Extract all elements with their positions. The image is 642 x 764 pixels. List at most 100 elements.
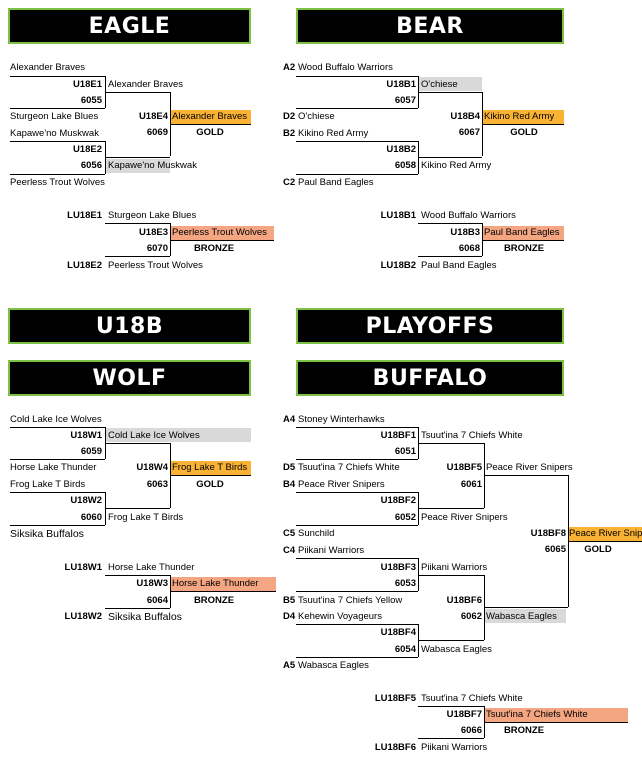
buffalo-qf2-code: U18BF2 [380,495,416,506]
wolf-team-3: Frog Lake T Birds [10,479,86,490]
wolf-g2-code: U18W2 [70,495,102,506]
bear-bronze-team2: Paul Band Eagles [421,260,497,271]
eagle-g1-code: U18E1 [72,79,102,90]
buffalo-qf3-code: U18BF3 [380,562,416,573]
buffalo-qf1-code: U18BF1 [380,430,416,441]
banner-playoffs-text: PLAYOFFS [365,313,495,339]
banner-buffalo-text: BUFFALO [372,365,488,391]
eagle-bronze-winner: Peerless Trout Wolves [172,227,267,238]
wolf-final-winner: Frog Lake T Birds [172,462,248,473]
buffalo-qf4-num: 6054 [394,644,416,655]
wolf-g2-num: 6060 [80,512,102,523]
bear-final-num: 6067 [458,127,480,138]
bear-g2-code: U18B2 [386,144,416,155]
buffalo-bronze-seed2: LU18BF6 [374,742,416,753]
eagle-g1-num: 6055 [80,95,102,106]
eagle-bronze-seed2: LU18E2 [67,260,102,271]
buffalo-team-2: Tsuut'ina 7 Chiefs White [298,462,400,473]
wolf-team-1: Cold Lake Ice Wolves [10,414,102,425]
buffalo-seed-8: A5 [283,660,296,671]
banner-buffalo: BUFFALO [296,360,564,396]
buffalo-bronze-seed1: LU18BF5 [374,693,416,704]
banner-bear-text: BEAR [396,13,464,39]
buffalo-sf2-box [485,609,566,623]
buffalo-qf4-winner: Wabasca Eagles [421,644,492,655]
buffalo-bronze-winner: Tsuut'ina 7 Chiefs White [486,709,588,720]
bear-g1-winner: O'chiese [421,79,458,90]
bear-team-4: Paul Band Eagles [298,177,374,188]
bear-bronze-num: 6068 [458,243,480,254]
buffalo-bronze-team1: Tsuut'ina 7 Chiefs White [421,693,523,704]
eagle-team-4: Peerless Trout Wolves [10,177,105,188]
wolf-bronze-seed1: LU18W1 [64,562,102,573]
bear-seed-4: C2 [283,177,296,188]
eagle-bronze-team1: Sturgeon Lake Blues [108,210,197,221]
eagle-final-code: U18E4 [138,111,168,122]
bear-gold-label: GOLD [510,127,538,138]
bear-gold-box [482,110,564,124]
eagle-g2-code: U18E2 [72,144,102,155]
eagle-gold-box [170,110,251,124]
eagle-final-winner: Alexander Braves [172,111,247,122]
bear-seed-2: D2 [283,111,296,122]
eagle-g2-box [106,159,170,173]
wolf-bronze-box [170,577,276,591]
banner-wolf: WOLF [8,360,251,396]
buffalo-seed-4: C5 [283,528,296,539]
buffalo-team-4: Sunchild [298,528,335,539]
eagle-final-num: 6069 [146,127,168,138]
eagle-g1-winner: Alexander Braves [108,79,183,90]
bear-team-2: O'chiese [298,111,335,122]
bear-seed-1: A2 [283,62,296,73]
buffalo-qf1-num: 6051 [394,446,416,457]
wolf-bronze-num: 6064 [146,595,168,606]
buffalo-sf1-code: U18BF5 [446,462,482,473]
buffalo-sf1-winner: Peace River Snipers [486,462,573,473]
buffalo-bronze-team2: Piikani Warriors [421,742,488,753]
buffalo-bronze-code: U18BF7 [446,709,482,720]
buffalo-qf1-winner: Tsuut'ina 7 Chiefs White [421,430,523,441]
buffalo-qf2-winner: Peace River Snipers [421,512,508,523]
bear-bronze-team1: Wood Buffalo Warriors [421,210,516,221]
eagle-bronze-code: U18E3 [138,227,168,238]
wolf-g1-num: 6059 [80,446,102,457]
wolf-g1-box [106,428,251,442]
buffalo-final-num: 6065 [544,544,566,555]
bear-bronze-winner: Paul Band Eagles [484,227,560,238]
banner-bear: BEAR [296,8,564,44]
wolf-team-4: Siksika Buffalos [10,528,84,540]
bear-team-1: Wood Buffalo Warriors [298,62,393,73]
bear-bronze-seed1: LU18B1 [380,210,416,221]
wolf-g1-winner: Cold Lake Ice Wolves [108,430,200,441]
buffalo-seed-1: A4 [283,414,296,425]
bear-team-3: Kikino Red Army [298,128,369,139]
buffalo-sf2-winner: Wabasca Eagles [486,611,557,622]
eagle-team-2: Sturgeon Lake Blues [10,111,99,122]
eagle-team-1: Alexander Braves [10,62,85,73]
bear-bronze-box [482,226,564,240]
buffalo-gold-box [568,527,642,541]
buffalo-qf2-num: 6052 [394,512,416,523]
buffalo-qf4-code: U18BF4 [380,627,416,638]
banner-u18b: U18B [8,308,251,344]
wolf-bronze-team1: Horse Lake Thunder [108,562,195,573]
buffalo-seed-2: D5 [283,462,296,473]
bear-final-winner: Kikino Red Army [484,111,555,122]
buffalo-qf3-num: 6053 [394,578,416,589]
bear-g1-code: U18B1 [386,79,416,90]
banner-eagle-text: EAGLE [88,13,171,39]
buffalo-team-7: Kehewin Voyageurs [298,611,382,622]
bear-g1-box [419,77,482,91]
buffalo-seed-5: C4 [283,545,296,556]
bear-bronze-code: U18B3 [450,227,480,238]
bear-final-code: U18B4 [450,111,480,122]
buffalo-team-1: Stoney Winterhawks [298,414,385,425]
eagle-gold-label: GOLD [196,127,224,138]
buffalo-qf3-winner: Piikani Warriors [421,562,488,573]
buffalo-seed-6: B5 [283,595,296,606]
bear-bronze-seed2: LU18B2 [380,260,416,271]
buffalo-final-code: U18BF8 [530,528,566,539]
wolf-bronze-team2: Siksika Buffalos [108,611,182,623]
bear-g1-num: 6057 [394,95,416,106]
wolf-team-2: Horse Lake Thunder [10,462,97,473]
